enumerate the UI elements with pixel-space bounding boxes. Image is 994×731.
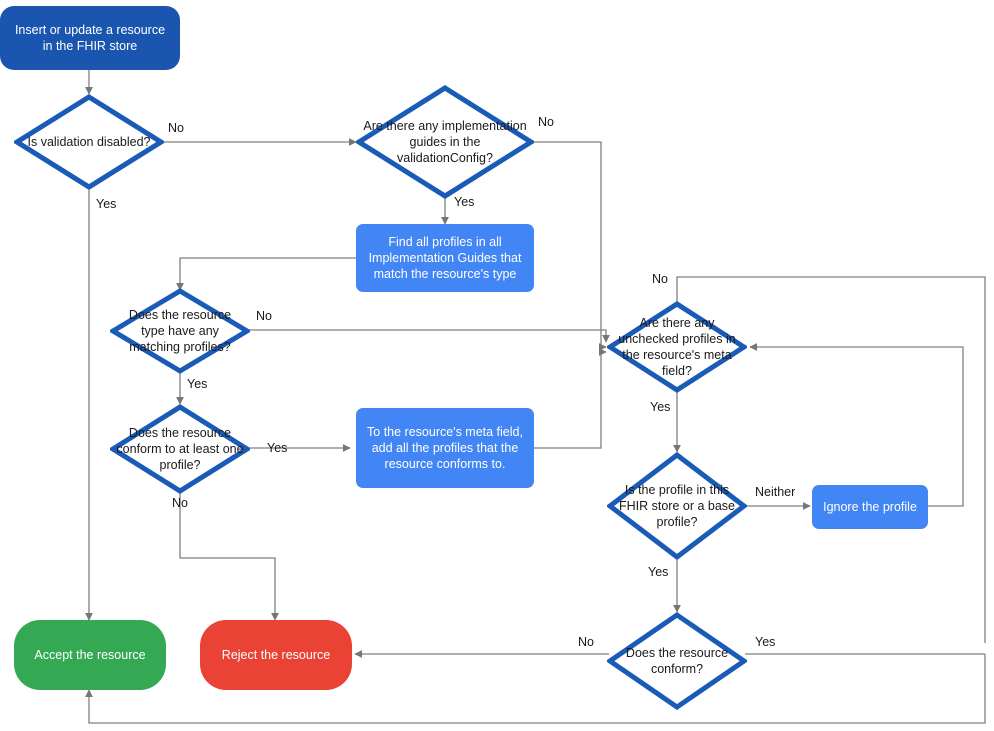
node-is-validation-disabled-label: Is validation disabled?	[27, 135, 151, 149]
node-implementation-guides[interactable]: Are there any implementation guides in t…	[356, 85, 534, 199]
node-ignore-the-profile-label: Ignore the profile	[823, 500, 917, 514]
edge-label-unchecked-yes: Yes	[650, 400, 671, 414]
edge-ignoreprofile-loop	[749, 343, 964, 507]
diamond-shape	[356, 85, 534, 199]
edge-label-matching-yes: Yes	[187, 377, 208, 391]
diamond-shape	[607, 301, 747, 393]
edge-label-unchecked-no: No	[652, 272, 668, 286]
node-start-label: Insert or update a resource in the FHIR …	[14, 23, 166, 53]
edge-addprofiles-to-unchecked	[534, 348, 607, 449]
edge-unchecked-no	[676, 276, 986, 643]
node-start[interactable]: Insert or update a resource in the FHIR …	[0, 6, 180, 70]
node-add-profiles-to-meta[interactable]: To the resource's meta field, add all th…	[356, 408, 534, 488]
node-accept-the-resource-label: Accept the resource	[34, 648, 146, 662]
node-reject-the-resource[interactable]: Reject the resource	[200, 620, 352, 690]
node-is-validation-disabled[interactable]: Is validation disabled?	[14, 94, 164, 190]
node-unchecked-profiles-label: Are there any unchecked profiles in the …	[618, 316, 736, 378]
diamond-shape	[607, 452, 747, 560]
diamond-shape	[14, 94, 164, 190]
node-profile-in-store[interactable]: Is the profile in this FHIR store or a b…	[607, 452, 747, 560]
diamond-shape	[110, 288, 250, 374]
node-resource-conform[interactable]: Does the resource conform?	[607, 612, 747, 710]
edge-conformone-no	[179, 492, 279, 621]
node-find-all-profiles[interactable]: Find all profiles in all Implementation …	[356, 224, 534, 292]
edge-label-profileinstore-yes: Yes	[648, 565, 669, 579]
edge-label-resourceconform-yes: Yes	[755, 635, 776, 649]
edge-label-conformone-no: No	[172, 496, 188, 510]
node-add-profiles-to-meta-label: To the resource's meta field, add all th…	[367, 425, 523, 471]
node-ignore-the-profile[interactable]: Ignore the profile	[812, 485, 928, 529]
edge-label-validation-yes: Yes	[96, 197, 117, 211]
edge-matching-no	[248, 329, 610, 343]
node-matching-profiles[interactable]: Does the resource type have any matching…	[110, 288, 250, 374]
node-find-all-profiles-label: Find all profiles in all Implementation …	[368, 235, 522, 281]
diamond-shape	[110, 404, 250, 494]
node-unchecked-profiles[interactable]: Are there any unchecked profiles in the …	[607, 301, 747, 393]
node-matching-profiles-label: Does the resource type have any matching…	[128, 308, 232, 354]
node-conform-at-least-one-label: Does the resource conform to at least on…	[116, 426, 244, 472]
node-accept-the-resource[interactable]: Accept the resource	[14, 620, 166, 690]
node-implementation-guides-label: Are there any implementation guides in t…	[363, 119, 527, 165]
node-resource-conform-label: Does the resource conform?	[625, 646, 729, 676]
edge-label-matching-no: No	[256, 309, 272, 323]
edge-label-implguides-yes: Yes	[454, 195, 475, 209]
node-reject-the-resource-label: Reject the resource	[221, 648, 331, 662]
edge-implguides-no	[534, 141, 607, 351]
edge-label-validation-no: No	[168, 121, 184, 135]
edge-bottom-loop-to-accept	[85, 654, 986, 724]
edge-label-profileinstore-neither: Neither	[755, 485, 796, 499]
edge-label-conformone-yes: Yes	[267, 441, 288, 455]
edge-label-resourceconform-no: No	[578, 635, 594, 649]
diamond-shape	[607, 612, 747, 710]
node-conform-at-least-one[interactable]: Does the resource conform to at least on…	[110, 404, 250, 494]
edge-findprofiles-to-matching	[176, 257, 356, 291]
node-profile-in-store-label: Is the profile in this FHIR store or a b…	[618, 483, 735, 529]
edge-label-implguides-no: No	[538, 115, 554, 129]
